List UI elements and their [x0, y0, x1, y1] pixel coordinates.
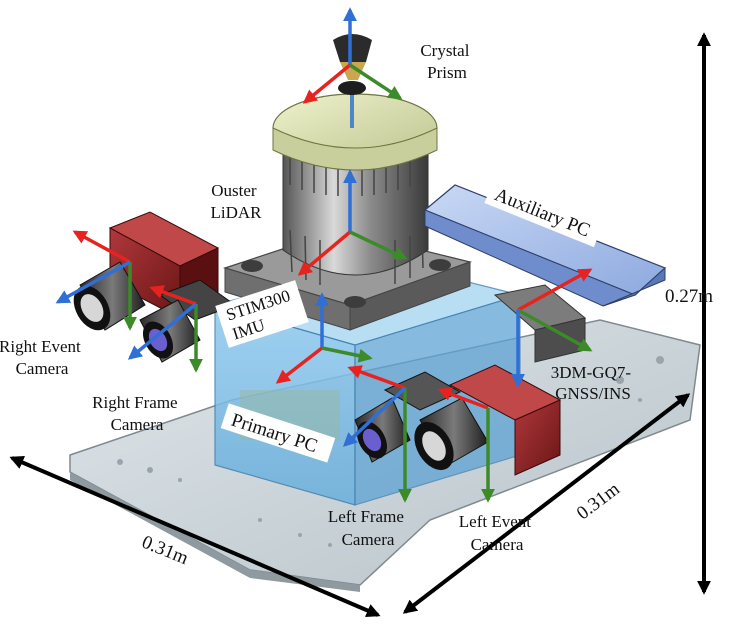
label-right-frame-camera: Right Frame Camera [92, 393, 182, 434]
axes-auxiliary-pc [511, 268, 593, 388]
axes-stim300-imu [275, 292, 373, 384]
axes-crystal-prism [302, 7, 403, 104]
label-right-event-camera: Right Event Camera [0, 337, 85, 378]
right-frame-camera [139, 279, 237, 363]
axes-right-event-camera [55, 230, 137, 331]
axes-ouster-lidar [297, 169, 408, 276]
stim300-label-bg [215, 280, 309, 348]
label-crystal-prism: Crystal Prism [420, 41, 473, 82]
dimension-arrows [9, 32, 711, 618]
label-depth-dimension: 0.31m [573, 478, 624, 524]
label-left-event-camera: Left Event Camera [459, 512, 535, 554]
label-height-dimension: 0.27m [665, 286, 713, 307]
depth-dimension-arrow [402, 393, 691, 614]
auxiliary-pc [423, 184, 667, 307]
auxiliary-pc-label-bg [484, 178, 604, 248]
width-dimension-arrow [9, 455, 381, 618]
label-ouster-lidar: Ouster LiDAR [211, 181, 263, 222]
primary-pc-label-bg [220, 403, 336, 463]
ouster-lidar [272, 93, 438, 285]
label-gnss-ins: 3DM-GQ7- GNSS/INS [551, 363, 636, 403]
axes-right-frame-camera [127, 285, 203, 373]
label-left-frame-camera: Left Frame Camera [328, 507, 408, 549]
